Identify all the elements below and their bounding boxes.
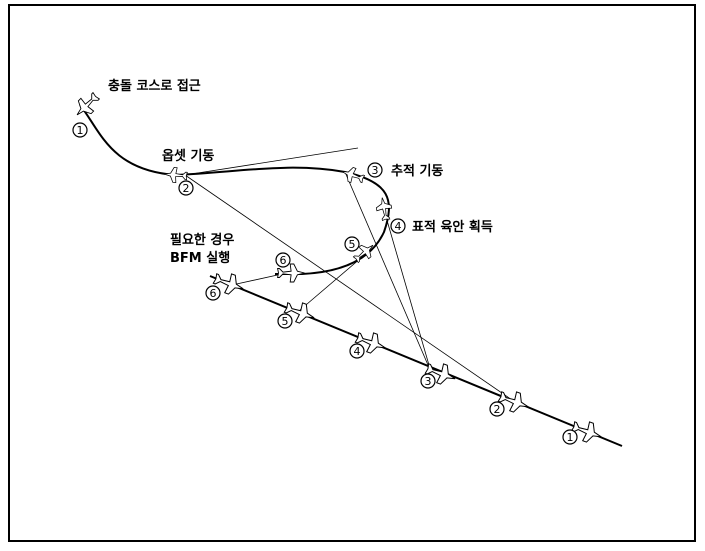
svg-text:5: 5	[349, 238, 356, 251]
fighter-step-marker-2: 2	[178, 180, 194, 196]
fighter-aircraft-icon-3	[339, 163, 367, 187]
svg-text:1: 1	[567, 431, 574, 444]
target-step-marker-2: 2	[489, 401, 505, 417]
label-bfm-line2: BFM 실행	[170, 250, 230, 266]
fighter-step-marker-3: 3	[367, 162, 383, 178]
svg-text:6: 6	[210, 287, 217, 300]
sight-line-2	[184, 174, 516, 403]
fighter-aircraft-icon-1	[70, 89, 103, 122]
fighter-step-marker-6: 6	[275, 252, 291, 268]
svg-text:6: 6	[280, 254, 287, 267]
svg-text:2: 2	[183, 182, 190, 195]
label-approach: 충돌 코스로 접근	[108, 78, 201, 94]
sight-line-6	[231, 273, 283, 286]
label-offset: 옵셋 기동	[162, 148, 214, 164]
target-step-marker-1: 1	[562, 429, 578, 445]
label-acquire: 표적 육안 획득	[412, 219, 493, 235]
sight-line-5	[299, 251, 369, 311]
target-step-marker-6: 6	[205, 285, 221, 301]
svg-text:2: 2	[494, 403, 501, 416]
target-flight-path	[209, 275, 623, 447]
target-step-marker-5: 5	[277, 313, 293, 329]
sight-line-4	[383, 209, 432, 373]
svg-text:3: 3	[372, 164, 379, 177]
label-bfm-line1: 필요한 경우	[170, 232, 234, 248]
label-pursuit: 추적 기동	[391, 163, 443, 179]
sight-line-3	[344, 171, 432, 373]
fighter-flight-path	[79, 104, 390, 275]
fighter-step-marker-1: 1	[72, 122, 88, 138]
fighter-step-marker-5: 5	[344, 236, 360, 252]
svg-text:4: 4	[395, 220, 402, 233]
target-step-marker-3: 3	[420, 373, 436, 389]
target-step-marker-4: 4	[349, 343, 365, 359]
svg-text:5: 5	[282, 315, 289, 328]
fighter-aircraft-icon-4	[374, 195, 394, 222]
svg-text:4: 4	[354, 345, 361, 358]
diagram-frame	[8, 4, 696, 542]
offset-tangent-line	[184, 147, 359, 176]
fighter-step-marker-4: 4	[390, 218, 406, 234]
svg-text:1: 1	[77, 124, 84, 137]
svg-text:3: 3	[425, 375, 432, 388]
